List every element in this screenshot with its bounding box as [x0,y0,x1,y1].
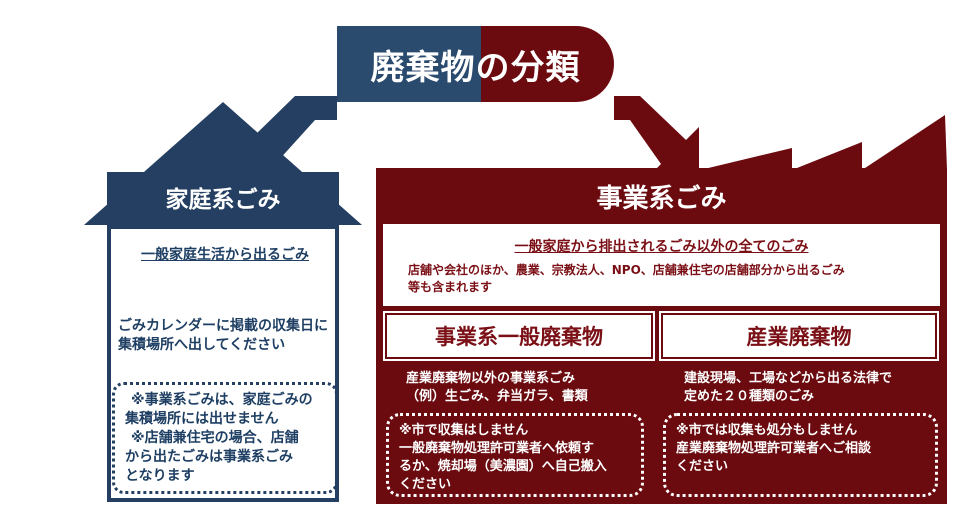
business-description: 店舗や会社のほか、農業、宗教法人、NPO、店舗兼住宅の店舗部分から出るごみ 等も… [408,262,933,296]
industrial-desc-line: 建設現場、工場などから出る法律で [684,371,893,386]
factory-roof-icon [376,115,947,170]
general-desc-line: （例）生ごみ、弁当ガラ、書類 [406,389,588,404]
business-subtitle: 一般家庭から排出されるごみ以外の全てのごみ [514,239,809,255]
general-waste-description: 産業廃棄物以外の事業系ごみ （例）生ごみ、弁当ガラ、書類 [406,370,636,406]
household-label: 家庭系ごみ [165,187,281,213]
general-desc-line: 産業廃棄物以外の事業系ごみ [406,371,576,386]
arrow-to-business-icon [614,62,699,177]
household-panel [107,225,339,502]
title-box: 廃棄物の分類 [337,26,614,102]
industrial-note-line: ※市では収集も処分もしません [676,423,858,438]
industrial-desc-line: 定めた２０種類のごみ [684,389,815,404]
household-note-line: ※店舗兼住宅の場合、店舗 [131,430,299,446]
household-note-box: ※事業系ごみは、家庭ごみの 集積場所には出せません ※店舗兼住宅の場合、店舗 か… [112,382,338,494]
general-note-line: るか、焼却場（美濃園）へ自己搬入 [399,459,607,474]
business-label: 事業系ごみ [596,184,727,214]
household-description: ごみカレンダーに掲載の収集日に 集積場所へ出してください [118,317,333,355]
industrial-note-line: ください [676,459,729,474]
general-waste-label: 事業系一般廃棄物 [435,325,603,349]
household-note-line: となります [125,468,195,484]
household-note-line: 集積場所には出せません [125,411,279,427]
household-desc-line: 集積場所へ出してください [118,337,286,353]
household-note-line: ※事業系ごみは、家庭ごみの [131,392,313,408]
business-desc-line: 店舗や会社のほか、農業、宗教法人、NPO、店舗兼住宅の店舗部分から出るごみ [408,263,845,277]
house-label-band [107,172,339,225]
business-desc-line: 等も含まれます [408,280,493,294]
general-waste-header: 事業系一般廃棄物 [383,311,655,361]
household-desc-line: ごみカレンダーに掲載の収集日に [118,318,328,334]
general-note-line: ※市で収集はしません [399,423,529,438]
industrial-waste-description: 建設現場、工場などから出る法律で 定めた２０種類のごみ [684,370,929,406]
industrial-waste-note-box: ※市では収集も処分もしません 産業廃棄物処理許可業者へご相談 ください [663,413,938,497]
industrial-waste-label: 産業廃棄物 [746,325,852,349]
general-waste-note-box: ※市で収集はしません 一般廃棄物処理許可業者へ依頼す るか、焼却場（美濃園）へ自… [386,413,644,497]
household-subtitle: 一般家庭生活から出るごみ [141,247,309,263]
general-note-line: 一般廃棄物処理許可業者へ依頼す [399,441,595,456]
industrial-note-line: 産業廃棄物処理許可業者へご相談 [676,441,872,456]
page-title: 廃棄物の分類 [370,47,581,88]
business-description-box [383,224,940,306]
general-note-line: ください [399,477,452,492]
household-note-line: から出たごみは事業系ごみ [125,449,293,465]
industrial-waste-header: 産業廃棄物 [659,311,939,361]
